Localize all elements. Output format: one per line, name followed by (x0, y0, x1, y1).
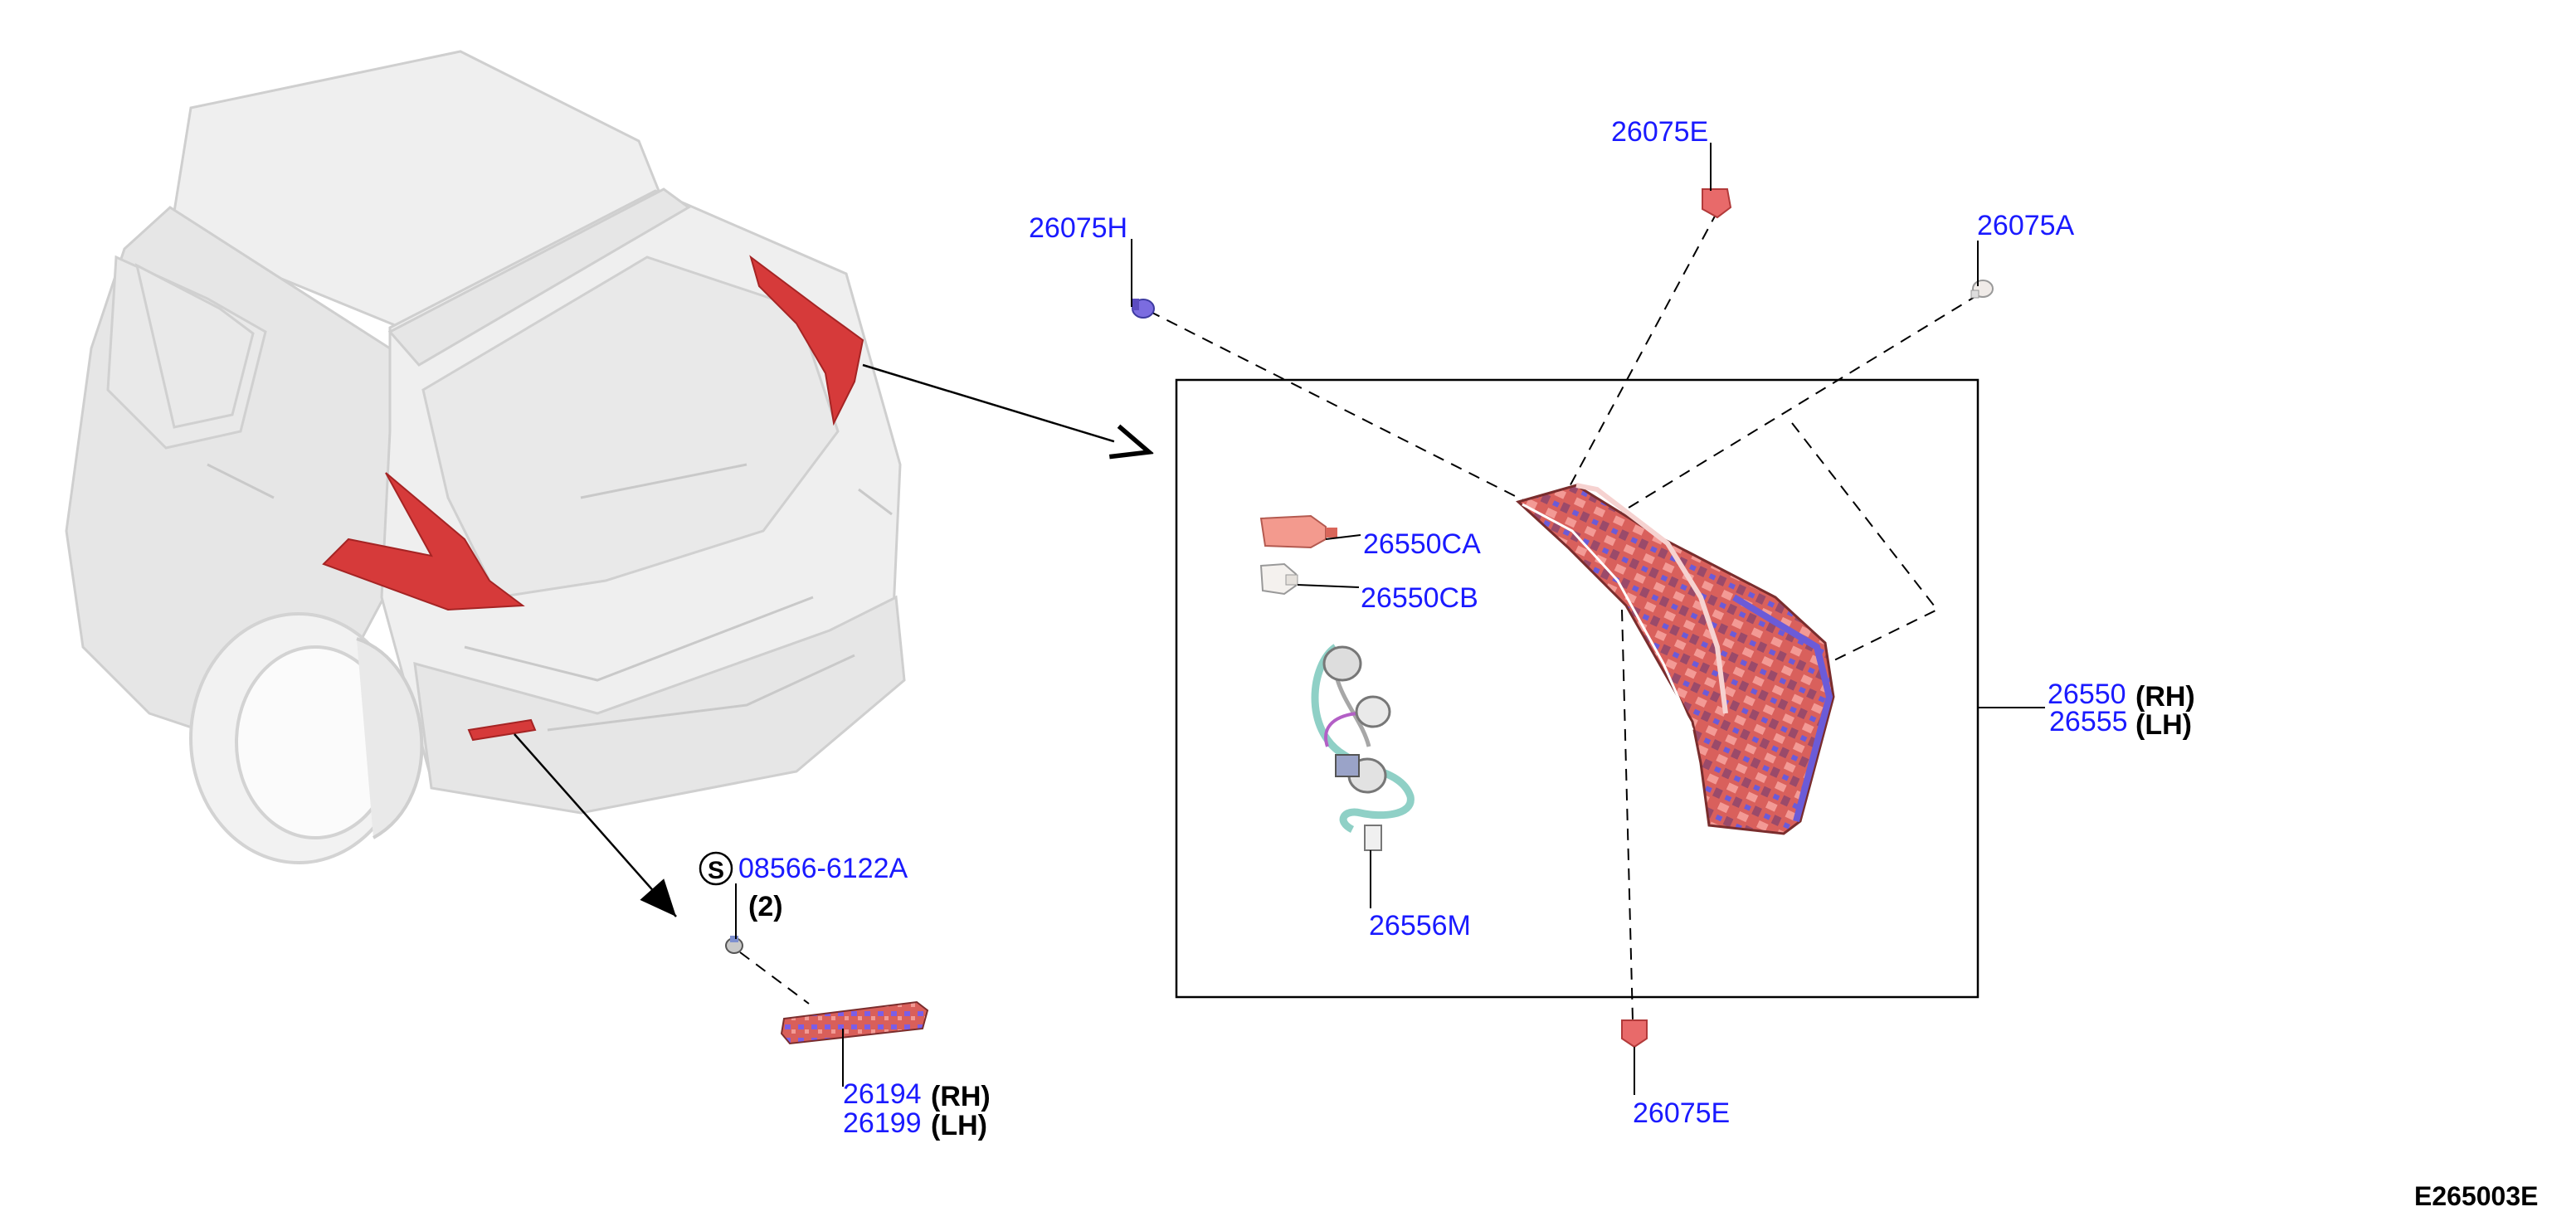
label-26194-side: (RH) (931, 1081, 991, 1112)
dashed-line-clip-a (1617, 294, 1979, 515)
label-26550ca: 26550CA (1363, 528, 1481, 560)
dashed-line-clip-e-bottom (1621, 609, 1634, 1021)
label-26555-side: (LH) (2135, 709, 2192, 741)
leader-26550ca (1325, 534, 1361, 540)
reflex-reflector-26194-icon (780, 1000, 929, 1045)
screw-symbol-letter: S (708, 857, 724, 884)
vehicle-rear-lamp-right (749, 255, 864, 426)
bulb-26550cb-icon (1259, 562, 1298, 596)
arrow-to-lamp-detail (862, 363, 1149, 452)
label-26555: 26555 (2049, 706, 2128, 737)
label-26550-side: (RH) (2135, 681, 2195, 713)
dashed-line-screw (739, 951, 810, 1005)
clip-26075e-bottom-icon (1621, 1019, 1648, 1049)
label-screw-quantity: (2) (748, 891, 783, 922)
vehicle-rear-lamp-left (322, 472, 525, 611)
label-26550cb: 26550CB (1361, 582, 1478, 614)
label-26550: 26550 (2048, 679, 2126, 710)
clip-26075h-icon (1132, 299, 1155, 319)
screw-spec-symbol: S (699, 851, 733, 886)
label-26556m: 26556M (1369, 910, 1471, 941)
clip-26075a-icon (1970, 280, 1994, 299)
label-26199-side: (LH) (931, 1110, 987, 1141)
clip-26075e-top-icon (1702, 188, 1732, 219)
label-26194: 26194 (843, 1078, 922, 1110)
lamp-detail-frame (1175, 378, 1979, 999)
label-26075e-top: 26075E (1611, 116, 1708, 148)
label-26075h: 26075H (1029, 212, 1127, 244)
diagram-code: E265003E (2414, 1181, 2538, 1211)
arrow-to-reflector-detail (514, 733, 677, 917)
dashed-line-clip-h (1148, 310, 1527, 503)
screw-icon (725, 936, 743, 954)
rear-combination-lamp-illustration (1516, 483, 1835, 835)
harness-26556m-icon (1311, 644, 1415, 851)
dashed-line-clip-e-top (1567, 211, 1718, 490)
label-26075e-bottom: 26075E (1633, 1097, 1730, 1129)
bulb-26550ca-icon (1259, 514, 1337, 549)
label-08566-6122a: 08566-6122A (738, 853, 908, 884)
label-26075a: 26075A (1977, 210, 2075, 241)
label-26199: 26199 (843, 1107, 922, 1139)
vehicle-rear-view (65, 50, 906, 864)
leader-26550cb (1297, 584, 1360, 588)
vehicle-reflector (467, 718, 537, 742)
